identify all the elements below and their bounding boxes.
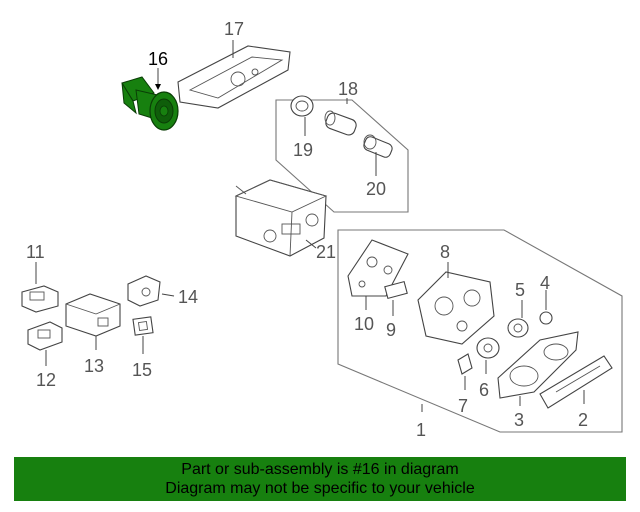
callout-3: 3 — [514, 410, 524, 430]
callout-5: 5 — [515, 280, 525, 300]
part-2-cluster-bezel[interactable] — [539, 355, 613, 409]
callout-9: 9 — [386, 320, 396, 340]
part-lighter-element[interactable] — [324, 110, 358, 137]
part-18-frame — [275, 99, 409, 213]
callout-12: 12 — [36, 370, 56, 390]
callout-2: 2 — [578, 410, 588, 430]
part-20-socket-insert[interactable] — [362, 134, 393, 159]
part-7-bulb-socket[interactable] — [457, 353, 473, 375]
callout-8: 8 — [440, 242, 450, 262]
callout-16: 16 — [148, 49, 168, 69]
banner-line-disclaimer: Diagram may not be specific to your vehi… — [165, 480, 475, 497]
callout-7: 7 — [458, 396, 468, 416]
part-4-bulb[interactable] — [539, 311, 553, 325]
part-6-gauge[interactable] — [476, 337, 500, 359]
parts-diagram: 16 17 18 19 20 21 1 — [21, 19, 623, 440]
callout-21: 21 — [316, 242, 336, 262]
callout-14: 14 — [178, 287, 198, 307]
part-9-connector[interactable] — [384, 280, 408, 300]
part-1-frame — [337, 229, 623, 433]
arrow-16 — [155, 84, 161, 90]
part-17-lighter-bezel[interactable] — [177, 45, 291, 109]
callout-4: 4 — [540, 273, 550, 293]
banner-line-part: Part or sub-assembly is #16 in diagram — [181, 461, 459, 478]
part-10-circuit-board[interactable] — [347, 239, 409, 297]
part-8-cluster-housing[interactable] — [417, 271, 495, 345]
part-15-cover[interactable] — [132, 316, 154, 336]
part-3-cluster-lens[interactable] — [497, 331, 579, 399]
part-19-lighter-knob[interactable] — [290, 95, 314, 117]
callout-6: 6 — [479, 380, 489, 400]
leader-14 — [161, 293, 175, 297]
callout-20: 20 — [366, 179, 386, 199]
part-16-lighter-socket[interactable] — [121, 76, 179, 131]
callout-10: 10 — [354, 314, 374, 334]
leader-21 — [305, 239, 317, 249]
part-info-banner: Part or sub-assembly is #16 in diagram D… — [14, 457, 626, 501]
callout-13: 13 — [84, 356, 104, 376]
callout-15: 15 — [132, 360, 152, 380]
part-13-switch-panel[interactable] — [65, 293, 121, 337]
callout-17: 17 — [224, 19, 244, 39]
callout-18: 18 — [338, 79, 358, 99]
part-11-switch[interactable] — [21, 285, 59, 313]
callout-19: 19 — [293, 140, 313, 160]
part-12-switch[interactable] — [27, 321, 63, 351]
part-21-climate-control[interactable] — [234, 179, 328, 257]
callout-1: 1 — [416, 420, 426, 440]
part-14-switch[interactable] — [127, 275, 161, 307]
part-5-gauge[interactable] — [507, 318, 529, 338]
callout-11: 11 — [26, 242, 45, 262]
